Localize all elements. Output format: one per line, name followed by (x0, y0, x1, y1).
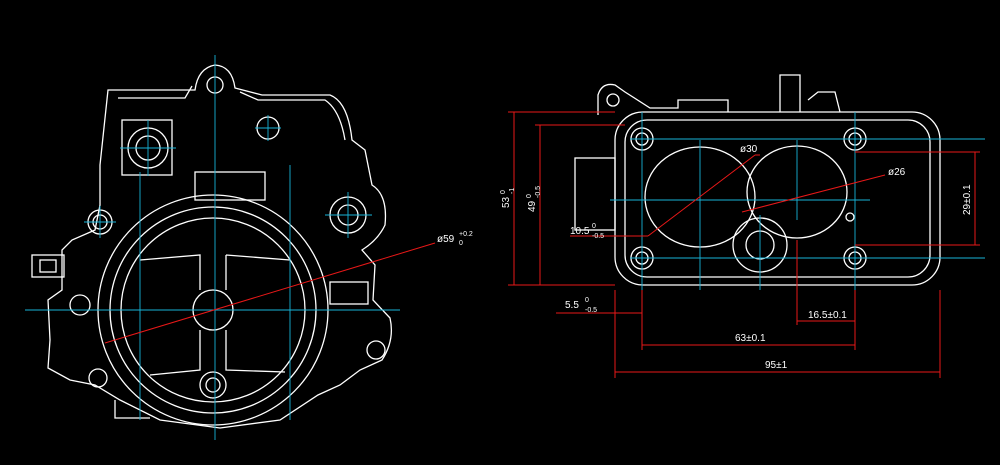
bottom-leg (114, 400, 150, 419)
bottom-right-hole (366, 340, 386, 360)
base-plate (614, 111, 941, 286)
center-top-block (194, 171, 266, 201)
inner-edge (118, 85, 346, 141)
tab-hole (606, 93, 620, 107)
leader-dia-small (741, 174, 886, 213)
dim-height-outer-upper: 0 (500, 190, 507, 194)
bottom-left-hole (88, 368, 108, 388)
body-outline (47, 64, 393, 429)
dim-height-right-label: 29±0.1 (962, 184, 973, 215)
left-connector (574, 157, 616, 231)
dim-offset-small-upper: 0 (592, 223, 596, 230)
dim-offset-small: 10.5 (570, 226, 590, 237)
plan-view (508, 74, 985, 378)
base-plate-inner (624, 119, 931, 278)
dim-offset-left-lower: -0.5 (585, 307, 597, 314)
leader-dia-large (647, 154, 756, 237)
right-bottom-block (329, 281, 369, 305)
dim-offset-small-lower: -0.5 (592, 233, 604, 240)
dim-offset-left-upper: 0 (585, 297, 589, 304)
dim-hole-spacing-label: 63±0.1 (735, 333, 766, 344)
dim-right-distance-label: 16.5±0.1 (808, 310, 847, 321)
dim-dia-small: ø26 (888, 167, 906, 178)
bore-diameter-leader (104, 242, 436, 344)
bore-dim-upper-tol: +0.2 (459, 231, 473, 238)
dim-height-outer-label: 53 0 -1 (500, 188, 516, 208)
small-hole (845, 212, 855, 222)
dim-dia-large: ø30 (740, 144, 758, 155)
front-view (25, 55, 436, 440)
plate-ribs (139, 254, 291, 376)
dim-height-inner-label: 49 0 -0.5 (526, 186, 542, 212)
dim-height-outer-lower: -1 (509, 188, 516, 194)
dim-overall-width-label: 95±1 (765, 360, 788, 371)
dim-height-right-value: 29±0.1 (962, 184, 973, 215)
top-left-tab (597, 83, 729, 115)
dim-height-inner-lower: -0.5 (535, 186, 542, 198)
dim-height-outer-value: 53 (501, 196, 512, 208)
top-right-bosses (779, 74, 841, 113)
dim-height-inner-value: 49 (527, 200, 538, 212)
upper-left-block (121, 119, 173, 176)
bottom-boss-outer (199, 371, 227, 399)
bottom-boss-inner (205, 377, 221, 393)
left-lower-boss (69, 294, 91, 316)
dim-height-inner-upper: 0 (526, 194, 533, 198)
left-flange (31, 254, 65, 278)
bore-dim-lower-tol: 0 (459, 240, 463, 247)
dim-offset-left: 5.5 (565, 300, 579, 311)
left-flange-inner (39, 259, 57, 273)
bore-dim-label: ø59 (437, 234, 455, 245)
